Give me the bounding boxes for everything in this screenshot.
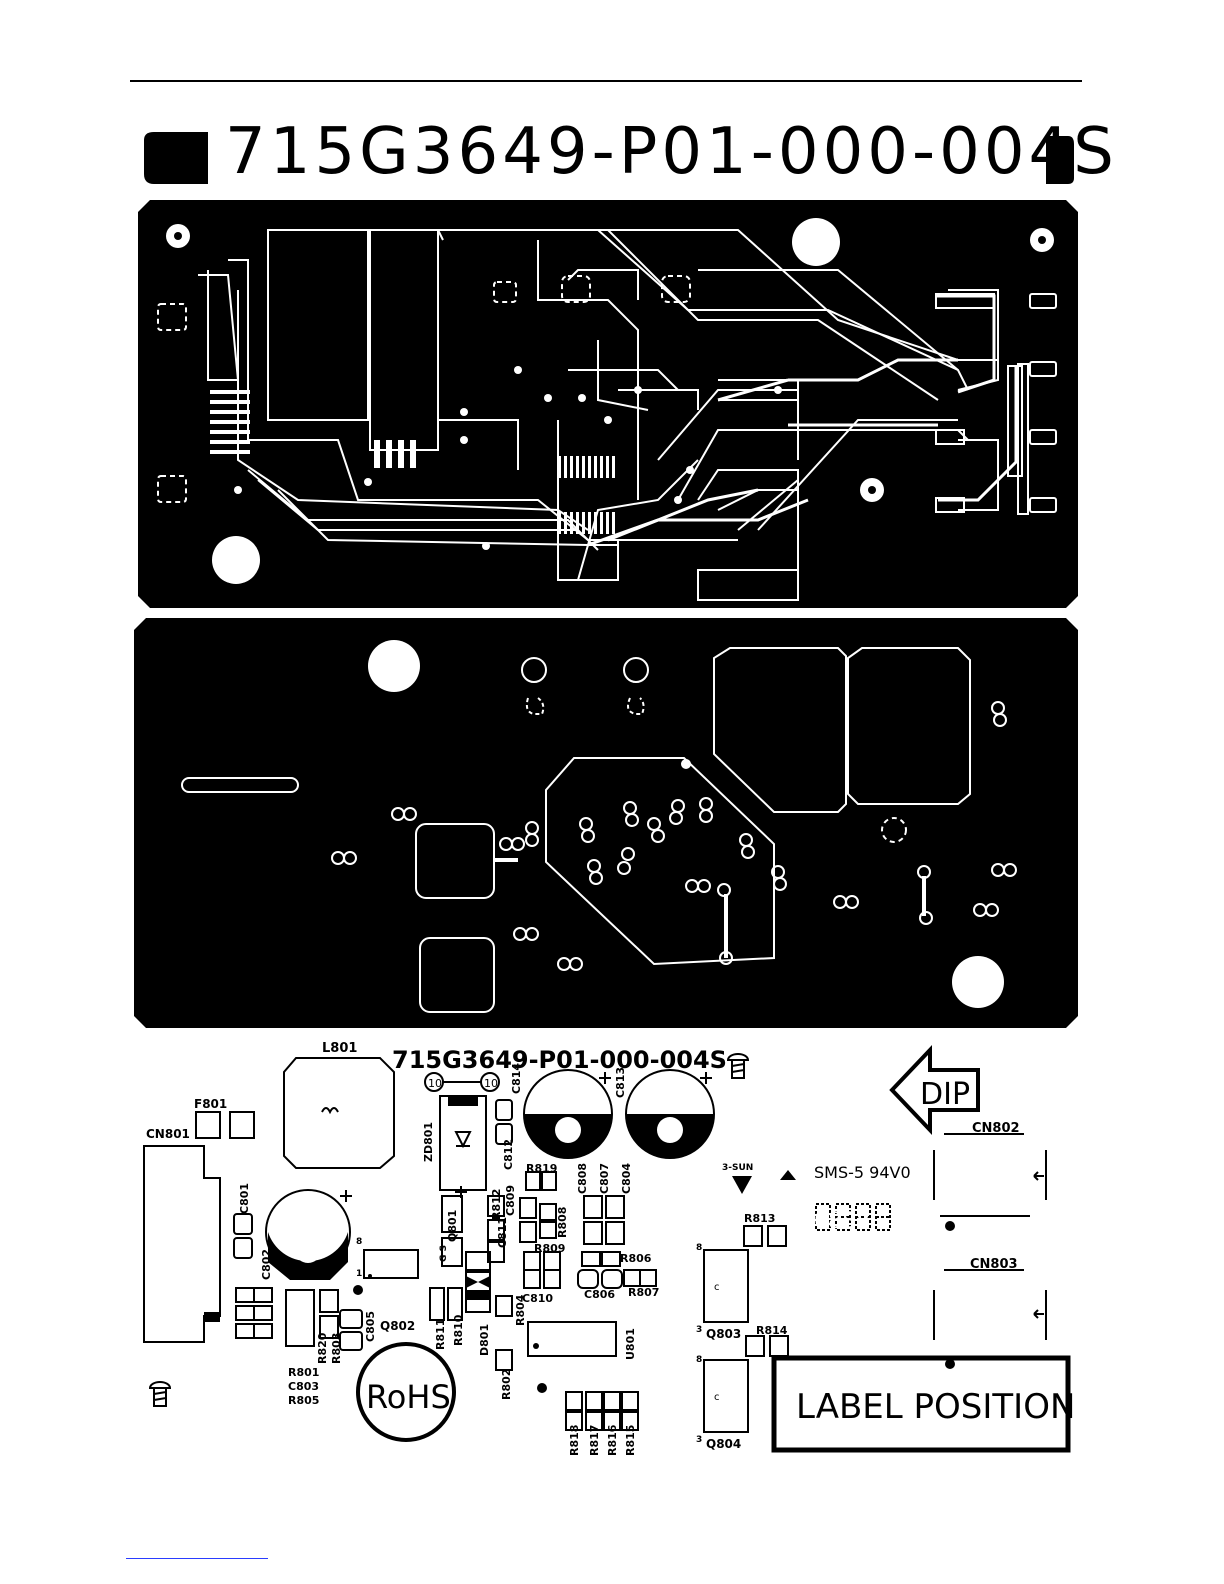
label-ZD801: ZD801 bbox=[422, 1122, 435, 1162]
label-material: SMS-5 94V0 bbox=[814, 1163, 911, 1182]
label-C810: C810 bbox=[522, 1292, 553, 1305]
label-R801: R801 bbox=[288, 1366, 319, 1379]
label-R811: R811 bbox=[434, 1319, 447, 1350]
label-F801: F801 bbox=[194, 1097, 227, 1111]
label-CN803: CN803 bbox=[970, 1257, 1018, 1272]
label-Q802: Q802 bbox=[380, 1319, 415, 1333]
label-R816: R816 bbox=[606, 1424, 619, 1456]
label-Q803: Q803 bbox=[706, 1327, 741, 1341]
label-R818: R818 bbox=[568, 1425, 581, 1456]
label-pin-3b: 3 bbox=[696, 1435, 702, 1445]
label-C812: C812 bbox=[502, 1139, 515, 1170]
label-C813: C813 bbox=[614, 1067, 627, 1098]
label-ten-left: 10 bbox=[428, 1077, 442, 1090]
label-D801: D801 bbox=[478, 1324, 491, 1356]
label-R819: R819 bbox=[526, 1162, 557, 1175]
footer-link-rule bbox=[126, 1558, 268, 1559]
label-R808: R808 bbox=[556, 1207, 569, 1238]
label-C802: C802 bbox=[260, 1249, 273, 1280]
label-pin-c-a: c bbox=[714, 1282, 720, 1293]
label-Q804: Q804 bbox=[706, 1437, 741, 1451]
label-C807: C807 bbox=[598, 1163, 611, 1194]
label-pin-c-b: c bbox=[714, 1392, 720, 1403]
label-R817: R817 bbox=[588, 1425, 601, 1456]
label-R814: R814 bbox=[756, 1324, 788, 1337]
board-part-number: 715G3649-P01-000-004S bbox=[225, 115, 1118, 189]
label-pin-3a: 3 bbox=[696, 1325, 702, 1335]
label-pin-8a: 8 bbox=[696, 1243, 702, 1253]
label-pin-8c: 8 bbox=[356, 1237, 362, 1247]
pcb-bottom-copper-layer bbox=[134, 618, 1078, 1028]
label-C804: C804 bbox=[620, 1163, 633, 1194]
label-R807: R807 bbox=[628, 1286, 659, 1299]
label-C814: C814 bbox=[510, 1063, 523, 1094]
label-R812: R812 bbox=[490, 1189, 503, 1220]
silk-part-number: 715G3649-P01-000-004S bbox=[392, 1046, 727, 1074]
label-C809: C809 bbox=[504, 1185, 517, 1216]
label-gs: G S bbox=[439, 1245, 449, 1262]
label-position-text: LABEL POSITION bbox=[796, 1387, 1075, 1427]
label-R820: R820 bbox=[316, 1332, 329, 1364]
label-R810: R810 bbox=[452, 1314, 465, 1346]
header-rule bbox=[130, 80, 1082, 82]
title-bar bbox=[144, 132, 1074, 184]
label-R803: R803 bbox=[330, 1333, 343, 1364]
rohs-mark: RoHS bbox=[366, 1378, 451, 1416]
label-C801: C801 bbox=[238, 1183, 251, 1214]
label-manufacturer: 3-SUN bbox=[722, 1163, 753, 1173]
label-R815: R815 bbox=[624, 1425, 637, 1456]
label-pin-8b: 8 bbox=[696, 1355, 702, 1365]
label-C811: C811 bbox=[496, 1217, 509, 1248]
label-R805: R805 bbox=[288, 1394, 319, 1407]
label-Q801: Q801 bbox=[446, 1210, 459, 1242]
label-R813: R813 bbox=[744, 1212, 775, 1225]
label-CN802: CN802 bbox=[972, 1121, 1020, 1136]
label-U801: U801 bbox=[624, 1328, 637, 1360]
label-ten-right: 10 bbox=[484, 1077, 498, 1090]
label-C805: C805 bbox=[364, 1311, 377, 1342]
label-CN801: CN801 bbox=[146, 1127, 190, 1141]
label-C803: C803 bbox=[288, 1380, 319, 1393]
label-C808: C808 bbox=[576, 1163, 589, 1194]
label-dip: DIP bbox=[920, 1077, 970, 1112]
label-pin-1: 1 bbox=[356, 1269, 362, 1279]
label-date-code: 0888 bbox=[814, 1209, 870, 1234]
pcb-top-copper-layer bbox=[138, 200, 1078, 608]
label-L801: L801 bbox=[322, 1041, 357, 1056]
label-R806: R806 bbox=[620, 1252, 652, 1265]
label-R804: R804 bbox=[514, 1294, 527, 1326]
label-R802: R802 bbox=[500, 1369, 513, 1400]
label-R809: R809 bbox=[534, 1242, 565, 1255]
label-C806: C806 bbox=[584, 1288, 615, 1301]
